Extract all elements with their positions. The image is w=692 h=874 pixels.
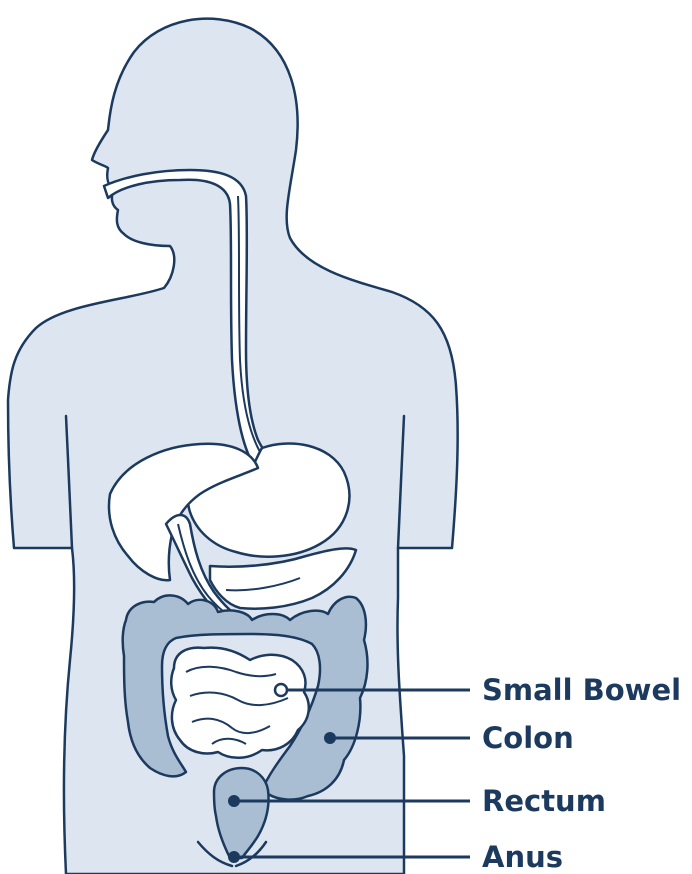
- label-small-bowel: Small Bowel: [482, 673, 681, 707]
- label-rectum: Rectum: [482, 784, 606, 818]
- label-colon: Colon: [482, 721, 574, 755]
- label-anus: Anus: [482, 840, 563, 874]
